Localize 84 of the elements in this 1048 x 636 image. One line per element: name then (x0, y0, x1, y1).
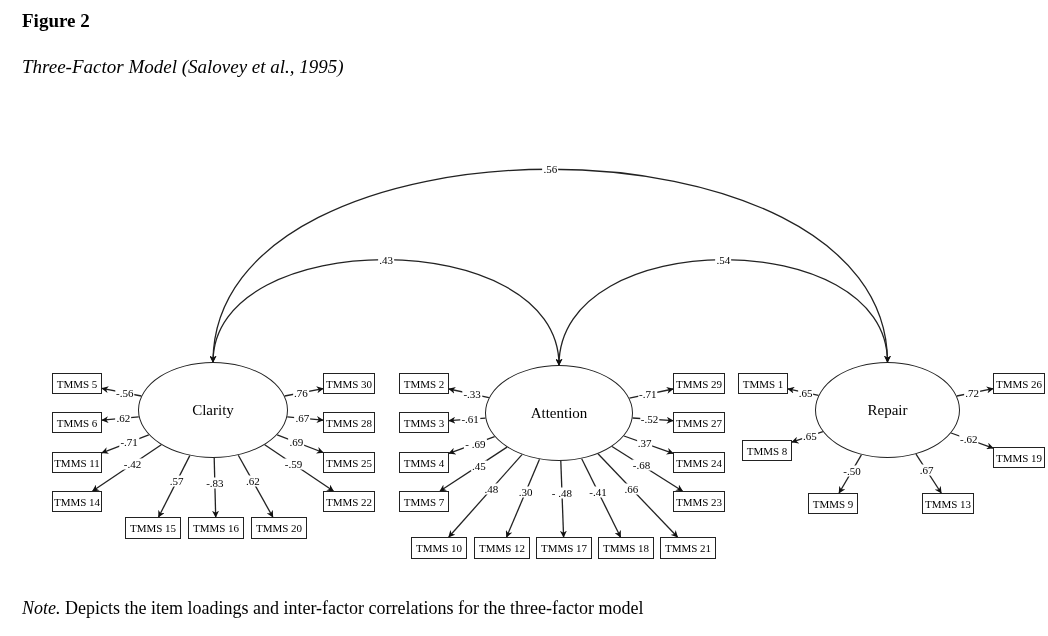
arrow (264, 444, 335, 492)
item-box: TMMS 24 (673, 452, 725, 473)
arrow (838, 454, 863, 494)
edge-label: -.59 (283, 458, 304, 470)
item-box: TMMS 14 (52, 491, 102, 512)
item-box: TMMS 11 (52, 452, 102, 473)
item-box: TMMS 5 (52, 373, 102, 394)
arrow (212, 457, 220, 518)
item-box: TMMS 7 (399, 491, 449, 512)
item-box: TMMS 28 (323, 412, 375, 433)
edge-label: .67 (294, 412, 311, 424)
edge-label: .76 (292, 387, 309, 399)
arrow (915, 453, 942, 494)
item-box: TMMS 20 (251, 517, 307, 539)
edge-label: .57 (168, 475, 185, 487)
item-box: TMMS 19 (993, 447, 1045, 468)
note-text: Note. Depicts the item loadings and inter-factor correlations for the three-factor model (22, 598, 644, 619)
item-box: TMMS 2 (399, 373, 449, 394)
item-box: TMMS 18 (598, 537, 654, 559)
item-box: TMMS 26 (993, 373, 1045, 394)
arrow (623, 435, 674, 455)
edge-label: .56 (542, 163, 559, 175)
edge-label: .65 (802, 430, 818, 442)
edge-label: - .48 (550, 487, 574, 499)
edge-label: -.41 (588, 486, 608, 498)
edge-label: .48 (483, 483, 500, 495)
edge-label: .69 (288, 436, 305, 448)
item-box: TMMS 22 (323, 491, 375, 512)
item-box: TMMS 15 (125, 517, 181, 539)
edge-label: -.68 (631, 459, 652, 471)
item-box: TMMS 9 (808, 493, 858, 514)
item-box: TMMS 21 (660, 537, 716, 559)
item-box: TMMS 23 (673, 491, 725, 512)
arrow (791, 431, 824, 444)
arrow (559, 460, 567, 538)
item-box: TMMS 4 (399, 452, 449, 473)
edge-label: -.50 (842, 465, 862, 477)
item-box: TMMS 8 (742, 440, 792, 461)
arrow (101, 416, 140, 424)
edge-label: -.52 (639, 413, 660, 425)
edge-label: - .69 (464, 438, 487, 450)
item-box: TMMS 30 (323, 373, 375, 394)
arrow (448, 453, 523, 538)
item-box: TMMS 12 (474, 537, 530, 559)
edge-label: -.42 (122, 458, 143, 470)
item-box: TMMS 10 (411, 537, 467, 559)
arrow (597, 453, 679, 538)
edge-label: .62 (244, 475, 261, 487)
item-box: TMMS 29 (673, 373, 725, 394)
edge-label: -.71 (638, 388, 658, 400)
double-headed-arrow (556, 259, 890, 366)
edge-label: .43 (378, 254, 394, 266)
arrow (581, 458, 622, 538)
item-box: TMMS 17 (536, 537, 592, 559)
item-box: TMMS 27 (673, 412, 725, 433)
edge-label: -.33 (462, 388, 482, 400)
edge-label: .67 (918, 464, 935, 476)
arrow (956, 386, 994, 397)
edge-label: .37 (636, 437, 653, 449)
edge-label: -.61 (460, 413, 480, 425)
edge-label: .65 (797, 387, 814, 399)
arrow (237, 454, 274, 518)
edge-label: .45 (470, 460, 487, 472)
edge-label: .62 (115, 412, 132, 424)
item-box: TMMS 6 (52, 412, 102, 433)
arrow (157, 454, 191, 518)
arrow (505, 458, 541, 538)
item-box: TMMS 1 (738, 373, 788, 394)
subtitle-text: Three-Factor Model (Salovey et al., 1995) (22, 56, 344, 78)
edge-label: -.62 (959, 433, 979, 445)
double-headed-arrow (210, 168, 890, 363)
edge-label: .72 (964, 387, 980, 399)
item-box: TMMS 25 (323, 452, 375, 473)
item-box: TMMS 13 (922, 493, 974, 514)
arrow (611, 445, 684, 492)
edge-label: .30 (517, 486, 534, 498)
edge-label: .66 (623, 483, 640, 495)
edge-label: -.56 (115, 387, 135, 399)
item-box: TMMS 3 (399, 412, 449, 433)
edge-label: -.71 (119, 436, 139, 448)
edge-label: .54 (715, 254, 732, 266)
edge-label: -.83 (205, 477, 225, 489)
figure-title: Figure 2 (22, 10, 90, 32)
item-box: TMMS 16 (188, 517, 244, 539)
